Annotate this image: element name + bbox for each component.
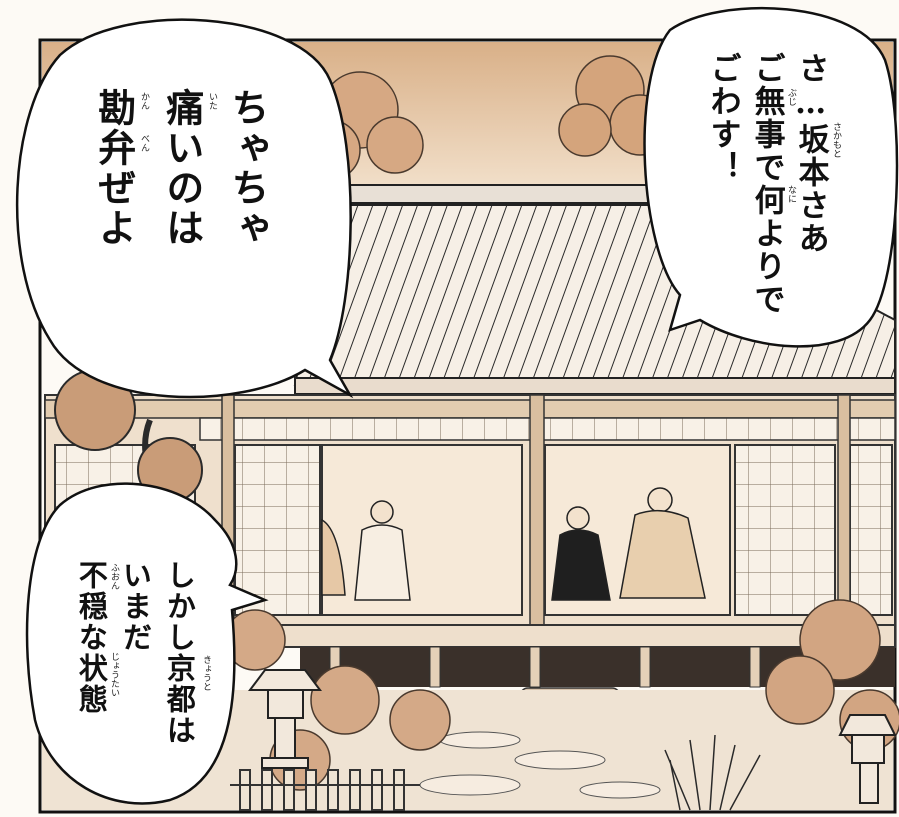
bamboo-fence — [230, 769, 420, 811]
speech-bubble-left — [15, 18, 354, 399]
speech-text-bottom-left-line3: 不穏な状態 — [74, 560, 109, 715]
shoji-far-right — [849, 444, 893, 616]
furigana-kan: かん — [139, 92, 149, 110]
speech-text-bottom-left-line2: いまだ — [118, 560, 153, 653]
speech-text-bottom-left-line1: しかし京都は — [162, 560, 197, 746]
lintel — [44, 399, 896, 419]
speech-bubble-bottom-left — [25, 482, 269, 805]
shoji-mid-left — [234, 444, 321, 616]
furigana-ben: べん — [139, 134, 149, 152]
figure-partial-left — [321, 518, 346, 596]
furigana-nani: なに — [786, 185, 796, 203]
stone-lantern-left — [248, 669, 322, 769]
furigana-itai: いた — [207, 92, 217, 110]
furigana-joutai: じょうたい — [109, 652, 119, 697]
speech-bubble-top-right — [643, 6, 899, 348]
speech-text-top-right-line3: ごわす！ — [704, 52, 741, 184]
transom — [199, 417, 896, 441]
speech-text-left-line2: 痛いのは — [159, 88, 205, 248]
furigana-sakamoto: さかもと — [831, 122, 841, 158]
furigana-fuon: ふおん — [109, 563, 119, 590]
figure-kneeling-dark — [551, 506, 611, 601]
speech-text-top-right-line2: ご無事で何よりで — [748, 52, 785, 316]
grass-right — [664, 734, 761, 811]
garden-stones — [419, 731, 661, 799]
figure-kneeling-left — [354, 500, 411, 601]
speech-text-left-line1: ちゃちゃ — [224, 88, 270, 248]
pillar — [529, 394, 545, 631]
roof-eave — [294, 377, 896, 395]
shoji-right — [734, 444, 836, 616]
pillar — [837, 394, 851, 631]
furigana-kyouto: きょうと — [201, 655, 211, 691]
stone-lantern-right — [838, 714, 897, 804]
figure-seated-right — [619, 487, 706, 599]
room-left-interior — [321, 444, 523, 616]
speech-text-top-right-line1: さ…坂本さあ — [792, 52, 829, 255]
roof-ridge — [344, 184, 666, 204]
furigana-buji: ぶじ — [786, 88, 796, 106]
speech-text-left-line3: 勘弁ぜよ — [91, 88, 137, 248]
